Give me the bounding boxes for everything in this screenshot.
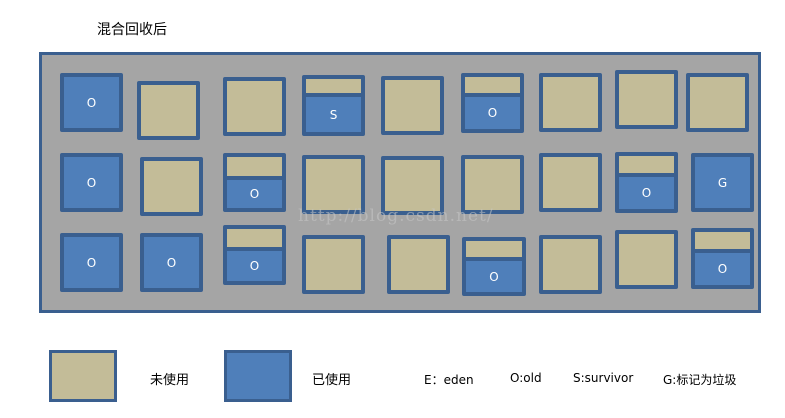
heap-region-empty	[137, 81, 200, 140]
heap-region-empty	[539, 235, 602, 294]
heap-region-empty	[387, 235, 450, 294]
heap-region-empty	[381, 156, 444, 215]
region-used-part: O	[227, 247, 282, 281]
region-used-part: O	[619, 173, 674, 209]
heap-region-full: O	[60, 233, 123, 292]
heap-region-full: O	[140, 233, 203, 292]
heap-region-partial: O	[615, 152, 678, 213]
legend-used-swatch	[224, 350, 292, 402]
legend-unused-label: 未使用	[150, 373, 190, 388]
legend-unused-swatch	[49, 350, 117, 402]
heap-region-empty	[381, 76, 444, 135]
region-label: O	[86, 175, 97, 190]
heap-region-empty	[223, 77, 286, 136]
heap-region-empty	[302, 235, 365, 294]
heap-region-partial: O	[462, 237, 526, 296]
region-label: O	[249, 259, 260, 273]
heap-region-partial: O	[461, 73, 524, 133]
legend-garbage: G:标记为垃圾	[663, 373, 737, 387]
heap-region-empty	[615, 230, 678, 289]
region-label: O	[249, 187, 260, 201]
region-label: S	[329, 107, 338, 122]
heap-region-empty	[140, 157, 203, 216]
heap-region-empty	[539, 73, 602, 132]
heap-region-empty	[302, 155, 365, 214]
region-label: O	[641, 186, 652, 200]
heap-region-full: O	[60, 73, 123, 132]
heap-region-full: G	[691, 153, 754, 212]
region-label: O	[86, 95, 97, 110]
heap-region-partial: O	[691, 228, 754, 289]
heap-region-partial: S	[302, 75, 365, 136]
heap-region-empty	[686, 73, 749, 132]
legend-eden: E：eden	[424, 373, 474, 387]
region-used-part: O	[227, 176, 282, 208]
heap-region-full: O	[60, 153, 123, 212]
legend-survivor: S:survivor	[573, 371, 634, 385]
heap-region-empty	[615, 70, 678, 129]
heap-region-partial: O	[223, 153, 286, 212]
region-label: O	[166, 255, 177, 270]
legend-used-label: 已使用	[312, 373, 352, 388]
legend-old: O:old	[510, 371, 542, 385]
heap-region-empty	[539, 153, 602, 212]
region-used-part: O	[465, 93, 520, 129]
region-label: O	[717, 262, 728, 276]
heap-region-empty	[461, 155, 524, 214]
region-used-part: O	[466, 257, 522, 292]
region-label: O	[487, 106, 498, 120]
heap-region-partial: O	[223, 225, 286, 285]
diagram-title: 混合回收后	[97, 22, 167, 38]
region-used-part: O	[695, 249, 750, 285]
region-label: O	[86, 255, 97, 270]
region-label: O	[489, 269, 499, 284]
watermark: http://blog.csdn.net/	[298, 206, 494, 226]
region-used-part: S	[306, 93, 361, 132]
region-label: G	[717, 175, 728, 190]
